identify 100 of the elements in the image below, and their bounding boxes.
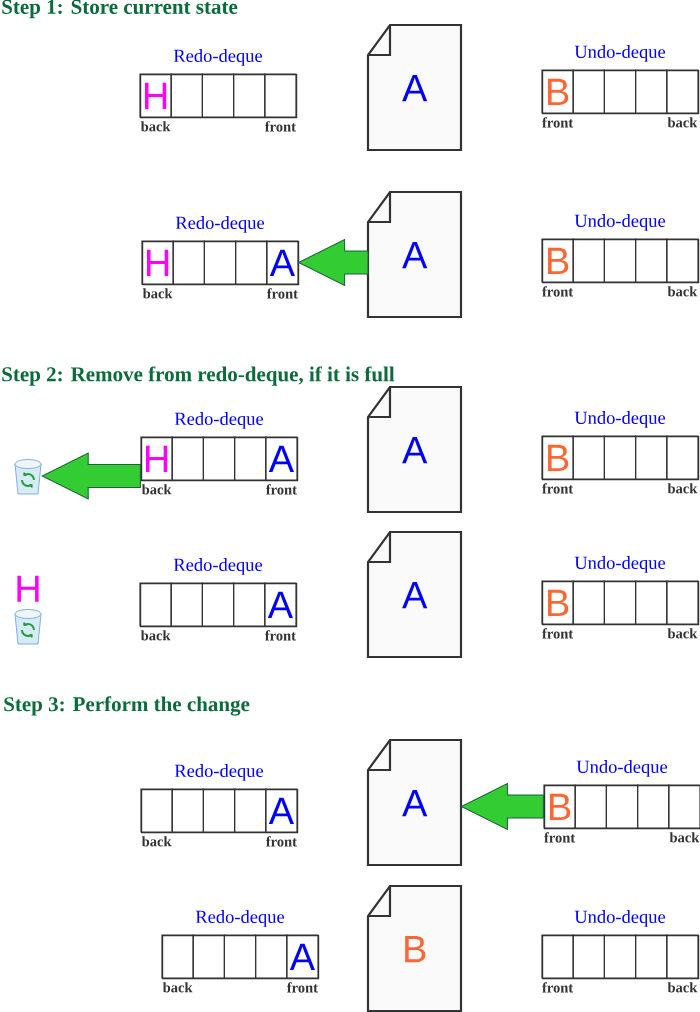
deque-cell — [635, 580, 668, 625]
deque-cell — [666, 934, 699, 979]
deque-cell — [572, 580, 605, 625]
deque-cell: B — [541, 435, 574, 480]
deque-cell: H — [140, 436, 173, 481]
end-label: back — [141, 836, 172, 847]
recycle-bin-icon — [14, 459, 42, 495]
deque-title: Redo-deque — [175, 216, 265, 233]
deque-cell — [202, 788, 236, 833]
step-heading: Step 1: Store current state — [2, 0, 238, 19]
end-label: back — [140, 630, 171, 641]
deque-cell — [140, 788, 173, 833]
deque-cell — [201, 73, 235, 118]
deque-cell — [233, 73, 266, 118]
deque-cell — [574, 784, 607, 829]
end-label: front — [542, 982, 574, 993]
end-label: front — [542, 628, 574, 639]
deque-cell — [170, 73, 203, 118]
end-label: front — [542, 117, 574, 128]
deque-cell — [666, 238, 699, 283]
document-page: A — [366, 190, 463, 319]
deque-cell: A — [264, 582, 297, 627]
end-label: front — [544, 832, 576, 843]
block-arrow — [460, 783, 544, 830]
end-label: back — [140, 121, 171, 132]
document-page: A — [366, 738, 463, 867]
step-heading: Step 2: Remove from redo-deque, if it is full — [2, 366, 395, 386]
deque-cell — [541, 934, 574, 979]
deque-cell — [666, 435, 699, 480]
end-label: front — [265, 836, 297, 847]
deque-cell — [635, 435, 668, 480]
block-arrow — [41, 452, 141, 500]
deque-cell — [635, 934, 668, 979]
deque-cell: A — [286, 934, 319, 979]
deque-cell — [603, 238, 637, 283]
deque-title: Undo-deque — [574, 910, 666, 927]
letter-label: H — [17, 575, 39, 602]
document-page: A — [366, 23, 463, 152]
deque-cell — [234, 788, 267, 833]
deque-cell — [235, 240, 268, 285]
deque-cell — [192, 934, 225, 979]
deque-cell — [202, 436, 236, 481]
deque-cell — [139, 582, 172, 627]
end-label: back — [667, 628, 698, 639]
deque-cell — [637, 784, 670, 829]
deque-title: Redo-deque — [173, 558, 263, 575]
deque-title: Undo-deque — [574, 411, 666, 428]
deque-cell — [635, 69, 668, 114]
deque-cell — [603, 580, 637, 625]
end-label: front — [264, 121, 296, 132]
deque-cell: A — [265, 788, 298, 833]
end-label: back — [667, 483, 698, 494]
deque-cell — [668, 784, 700, 829]
deque-cell — [161, 934, 194, 979]
deque-cell — [201, 582, 235, 627]
end-label: back — [667, 117, 698, 128]
deque-title: Undo-deque — [574, 556, 666, 573]
deque-cell — [234, 436, 267, 481]
deque-cell — [666, 580, 699, 625]
deque-cell — [603, 435, 637, 480]
deque-cell — [203, 240, 237, 285]
document-page: A — [366, 530, 463, 659]
end-label: front — [266, 288, 298, 299]
deque-title: Redo-deque — [174, 764, 264, 781]
document-page: B — [366, 884, 463, 1012]
deque-title: Redo-deque — [173, 49, 263, 66]
deque-cell — [223, 934, 257, 979]
deque-title: Redo-deque — [195, 910, 285, 927]
deque-cell — [572, 69, 605, 114]
deque-cell — [172, 240, 205, 285]
deque-title: Undo-deque — [574, 214, 666, 231]
end-label: front — [264, 630, 296, 641]
deque-cell: A — [266, 240, 299, 285]
deque-cell — [255, 934, 288, 979]
deque-cell: H — [139, 73, 172, 118]
deque-cell — [605, 784, 639, 829]
block-arrow — [298, 239, 369, 286]
end-label: back — [141, 484, 172, 495]
deque-cell — [635, 238, 668, 283]
end-label: front — [542, 483, 574, 494]
deque-title: Undo-deque — [574, 45, 666, 62]
deque-cell — [171, 788, 204, 833]
end-label: front — [542, 286, 574, 297]
end-label: back — [142, 288, 173, 299]
end-label: front — [265, 484, 297, 495]
deque-cell — [572, 238, 605, 283]
document-page: A — [366, 385, 463, 514]
deque-cell — [233, 582, 266, 627]
end-label: back — [162, 982, 193, 993]
end-label: back — [667, 982, 698, 993]
deque-cell — [171, 436, 204, 481]
deque-cell — [264, 73, 297, 118]
deque-cell: B — [541, 69, 574, 114]
deque-cell — [603, 69, 637, 114]
deque-cell: B — [543, 784, 576, 829]
deque-title: Undo-deque — [576, 760, 668, 777]
deque-cell: A — [265, 436, 298, 481]
deque-cell — [603, 934, 637, 979]
deque-cell — [572, 934, 605, 979]
deque-cell: B — [541, 580, 574, 625]
